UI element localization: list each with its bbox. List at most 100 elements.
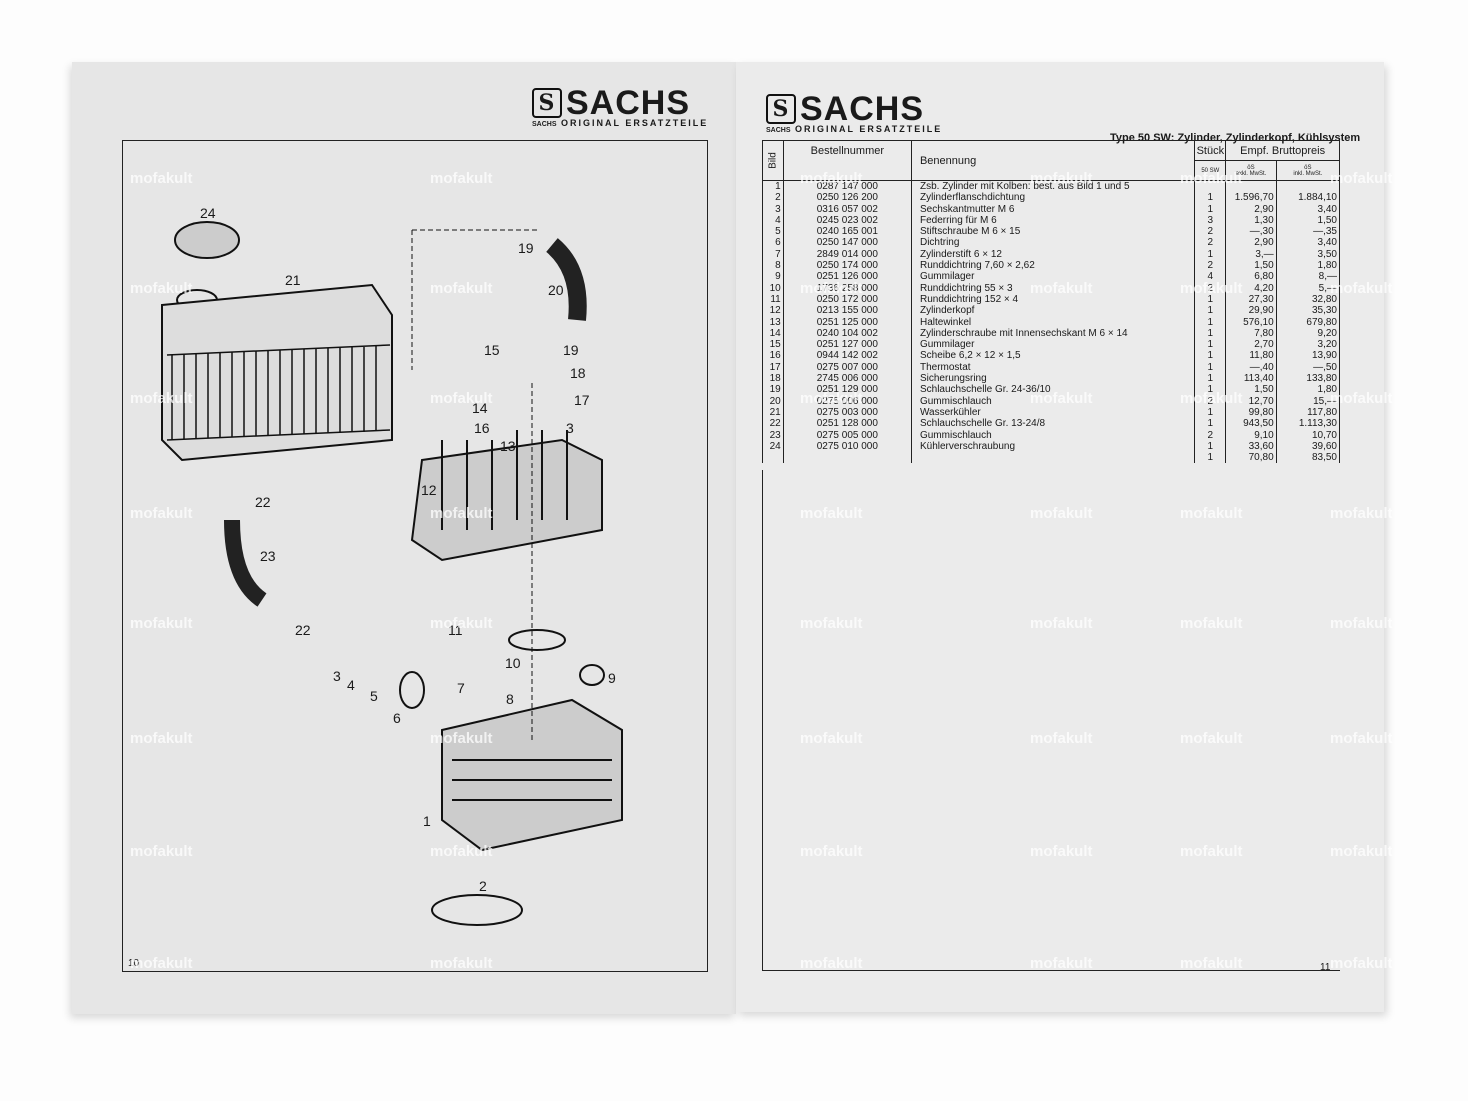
cell-inkl: 1,50 (1275, 214, 1341, 227)
watermark: mofakult (130, 730, 193, 747)
cell-exkl: 1,50 (1225, 260, 1277, 272)
cell-bestellnummer: 0250 147 000 (782, 237, 912, 249)
cell-benennung: Gummischlauch (910, 429, 1196, 441)
cell-bild: 14 (762, 327, 784, 340)
watermark: mofakult (1180, 280, 1243, 297)
watermark: mofakult (1030, 955, 1093, 972)
watermark: mofakult (1030, 170, 1093, 187)
cell-benennung: Federring für M 6 (910, 214, 1196, 227)
cell-benennung (910, 452, 1196, 464)
cell-stueck: 1 (1194, 418, 1227, 430)
cell-bild: 1 (762, 180, 784, 193)
cell-inkl: 3,50 (1275, 248, 1341, 261)
cell-bestellnummer: 0251 128 000 (782, 418, 912, 430)
cell-bild: 13 (762, 316, 784, 328)
cell-bestellnummer: 0275 005 000 (782, 429, 912, 441)
cell-stueck: 1 (1194, 373, 1227, 385)
cell-bestellnummer: 0944 142 002 (782, 350, 912, 362)
watermark: mofakult (130, 843, 193, 860)
cell-inkl: 83,50 (1275, 452, 1341, 464)
watermark: mofakult (800, 615, 863, 632)
cell-bestellnummer: 1736 258 000 (782, 282, 912, 294)
cell-exkl: 2,70 (1225, 339, 1277, 351)
cell-bestellnummer: 0251 125 000 (782, 316, 912, 328)
cell-stueck: 1 (1194, 327, 1227, 340)
diagram-frame (122, 140, 708, 972)
watermark: mofakult (1180, 955, 1243, 972)
cell-benennung: Zylinderkopf (910, 305, 1196, 317)
cell-bild: 12 (762, 305, 784, 317)
cell-exkl: —,40 (1225, 361, 1277, 374)
col-stueck-sub: 50 SW (1194, 160, 1227, 181)
cell-bestellnummer: 0251 129 000 (782, 384, 912, 396)
watermark: mofakult (1030, 843, 1093, 860)
col-bild: Bild (767, 152, 779, 169)
cell-inkl: 133,80 (1275, 373, 1341, 385)
cell-benennung: Zylinderstift 6 × 12 (910, 248, 1196, 261)
cell-inkl: 1,80 (1275, 260, 1341, 272)
callout-number: 8 (506, 691, 514, 707)
watermark: mofakult (800, 390, 863, 407)
callout-number: 19 (518, 240, 534, 256)
cell-bestellnummer: 0275 010 000 (782, 440, 912, 453)
cell-bild: 19 (762, 384, 784, 396)
callout-number: 16 (474, 420, 490, 436)
cell-bild: 17 (762, 361, 784, 374)
cell-bestellnummer: 0250 172 000 (782, 293, 912, 306)
cell-benennung: Zylinderflanschdichtung (910, 192, 1196, 204)
watermark: mofakult (430, 955, 493, 972)
cell-bestellnummer: 0275 007 000 (782, 361, 912, 374)
watermark: mofakult (800, 280, 863, 297)
cell-stueck: 3 (1194, 214, 1227, 227)
col-preis: Empf. Bruttopreis (1225, 140, 1340, 161)
watermark: mofakult (1330, 505, 1393, 522)
watermark: mofakult (1030, 730, 1093, 747)
cell-bestellnummer: 0250 126 200 (782, 192, 912, 204)
cell-benennung: Wasserkühler (910, 406, 1196, 419)
watermark: mofakult (430, 843, 493, 860)
cell-exkl: 576,10 (1225, 316, 1277, 328)
cell-bild: 6 (762, 237, 784, 249)
cell-bild: 9 (762, 271, 784, 283)
cell-benennung: Haltewinkel (910, 316, 1196, 328)
cell-bestellnummer: 0251 126 000 (782, 271, 912, 283)
cell-benennung: Kühlerverschraubung (910, 440, 1196, 453)
cell-exkl: 9,10 (1225, 429, 1277, 441)
callout-number: 1 (423, 813, 431, 829)
cell-bestellnummer: 0251 127 000 (782, 339, 912, 351)
cell-bestellnummer: 0287 147 000 (782, 180, 912, 193)
gasket (431, 894, 523, 926)
watermark: mofakult (1180, 505, 1243, 522)
cell-benennung: Runddichtring 152 × 4 (910, 293, 1196, 306)
cell-stueck: 2 (1194, 260, 1227, 272)
callout-number: 3 (333, 668, 341, 684)
cell-bestellnummer: 0250 174 000 (782, 260, 912, 272)
callout-number: 21 (285, 272, 301, 288)
page-number-left: 10 (128, 958, 140, 969)
cell-benennung: Gummilager (910, 271, 1196, 283)
watermark: mofakult (1330, 843, 1393, 860)
cell-stueck: 1 (1194, 203, 1227, 215)
cell-inkl: 15,— (1275, 395, 1341, 407)
cell-bild: 10 (762, 282, 784, 294)
cell-exkl: 1.596,70 (1225, 192, 1277, 204)
cell-bestellnummer: 0240 104 002 (782, 327, 912, 340)
cell-inkl: 117,80 (1275, 406, 1341, 419)
cell-exkl: —,30 (1225, 226, 1277, 238)
callout-number: 9 (608, 670, 616, 686)
watermark: mofakult (1330, 170, 1393, 187)
cell-inkl: 13,90 (1275, 350, 1341, 362)
left-page (72, 62, 736, 1014)
watermark: mofakult (1180, 390, 1243, 407)
